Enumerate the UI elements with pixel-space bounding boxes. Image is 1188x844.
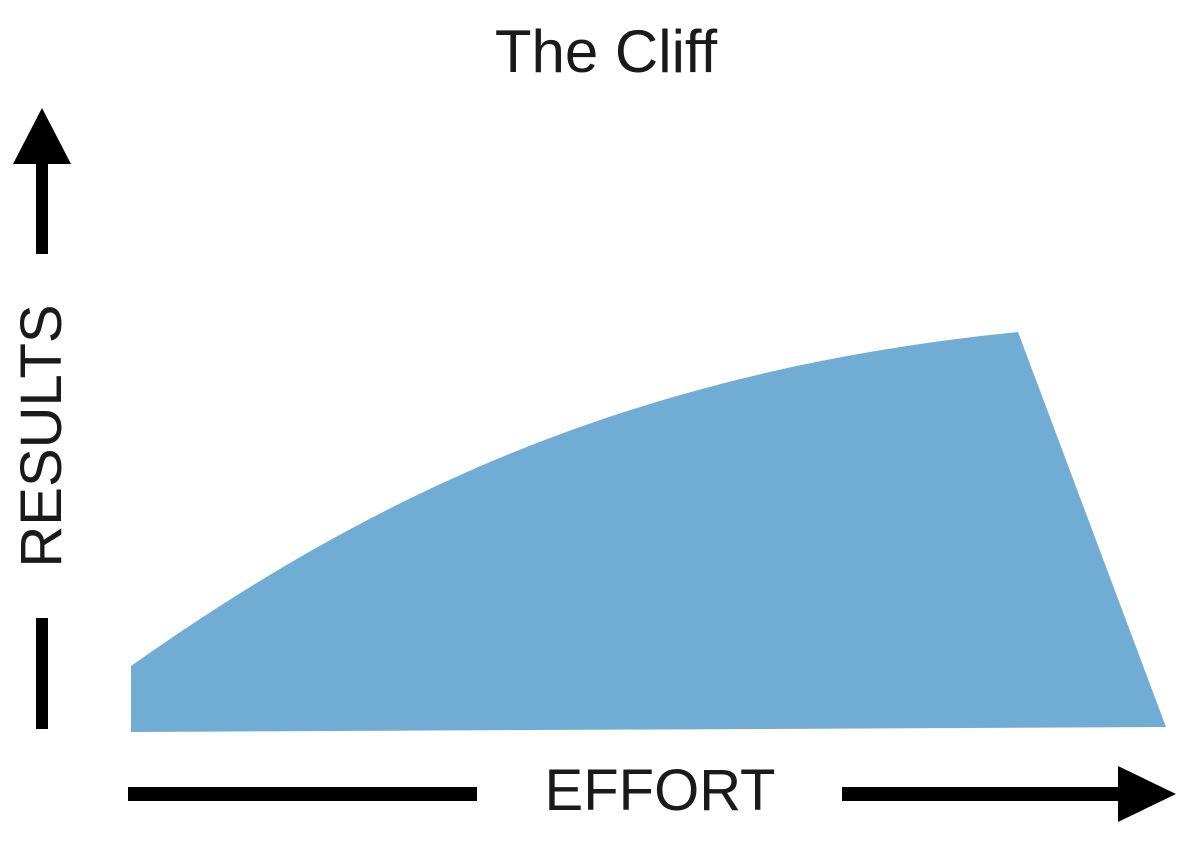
diagram-title: The Cliff [494, 18, 718, 85]
y-axis-shaft-top [36, 160, 48, 254]
x-axis-shaft-right [842, 787, 1122, 801]
y-axis-shaft-bottom [36, 618, 48, 729]
y-axis-arrow [13, 108, 71, 729]
x-axis-arrowhead-icon [1118, 766, 1176, 822]
y-axis-arrowhead-icon [13, 108, 71, 164]
x-axis-arrow [128, 766, 1176, 822]
x-axis-shaft-left [128, 787, 477, 801]
cliff-area [131, 332, 1166, 732]
x-axis-label: EFFORT [544, 758, 776, 823]
y-axis-label: RESULTS [9, 304, 74, 568]
